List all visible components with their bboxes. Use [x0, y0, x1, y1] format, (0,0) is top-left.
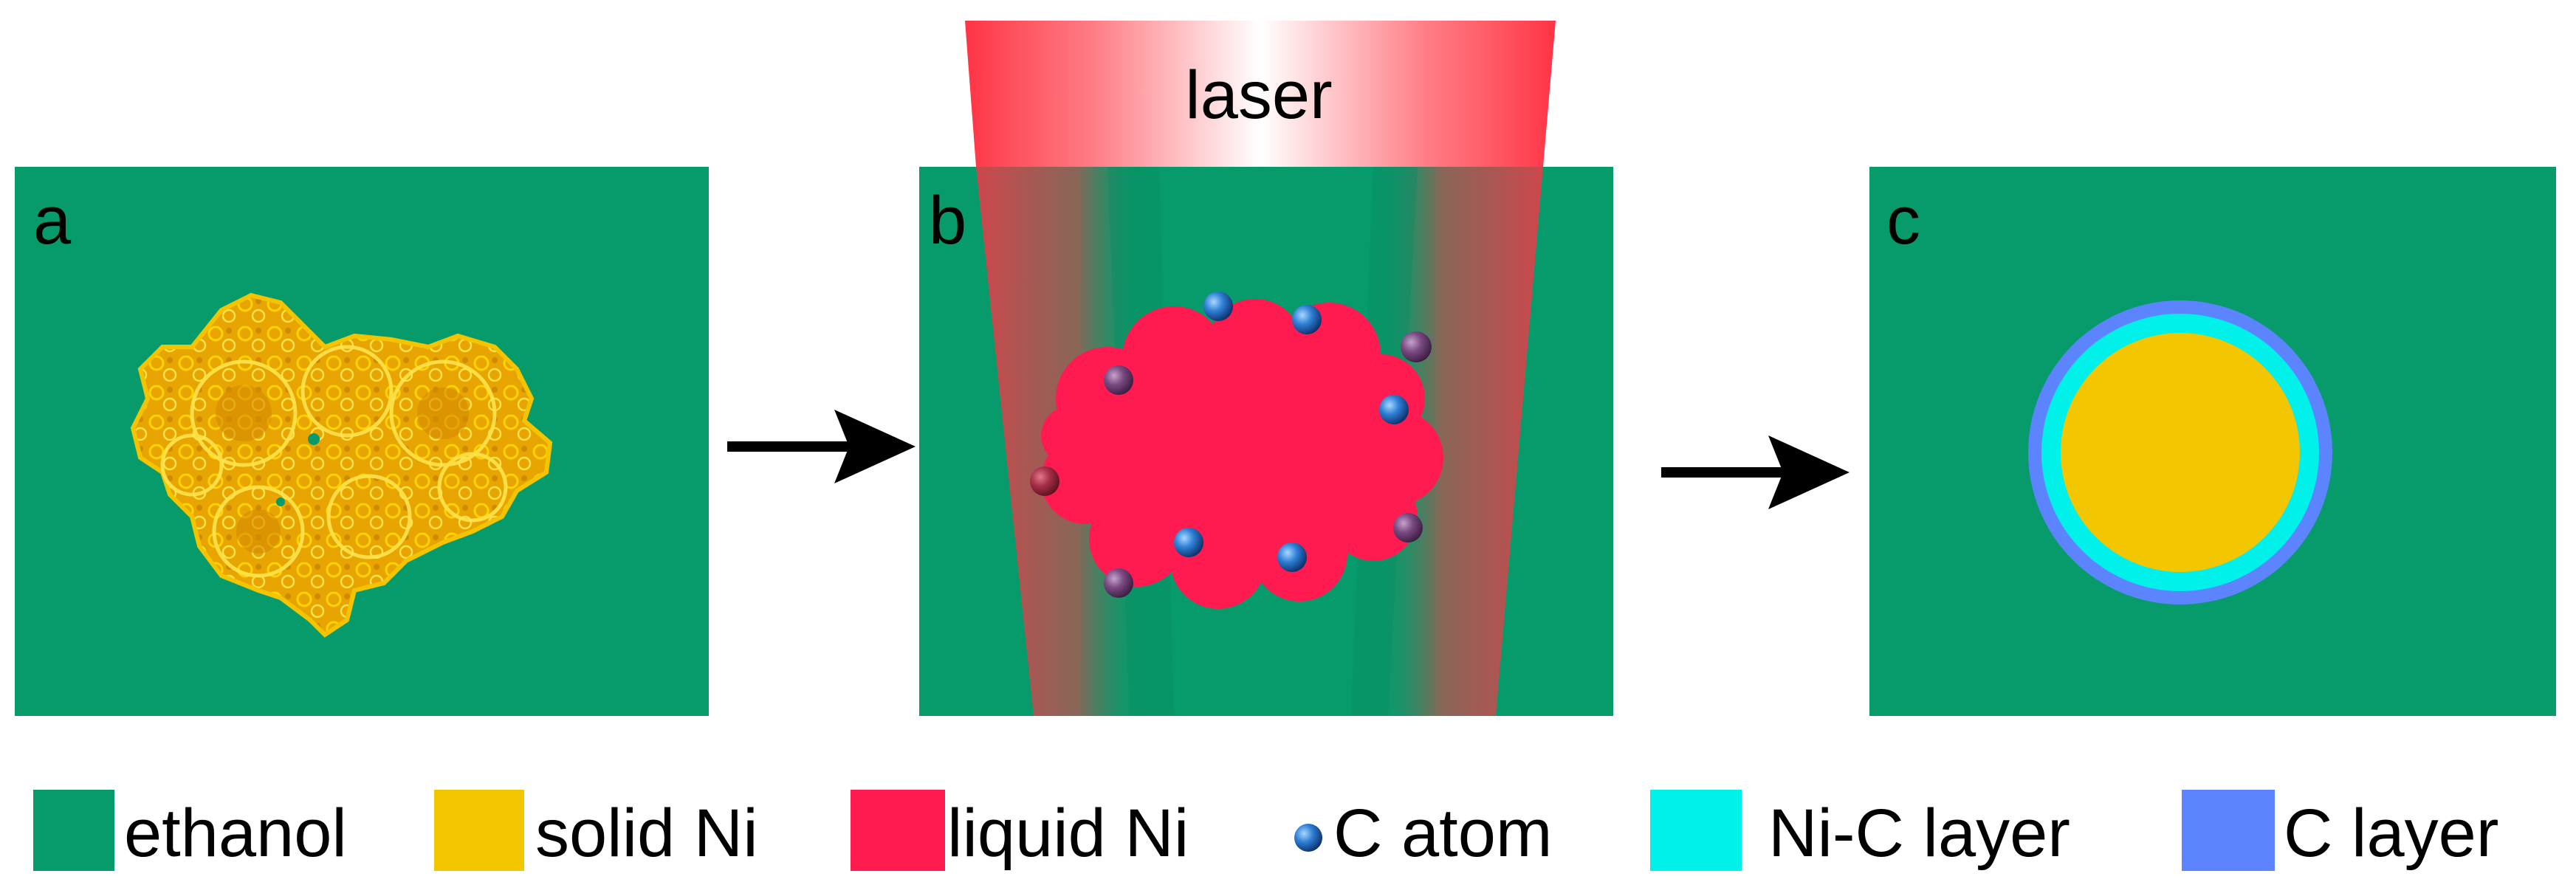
liquid-ni-droplet [1041, 299, 1443, 609]
arrow-a-to-b [727, 410, 916, 483]
c-atom [1104, 365, 1133, 395]
legend-item-c-atom: C atom [1294, 796, 1553, 871]
legend-label-ni-c-layer: Ni-C layer [1768, 796, 2070, 871]
legend-swatch-ni-c-layer [1650, 790, 1742, 871]
legend-item-ethanol: ethanol [33, 790, 347, 871]
panel-a: a [15, 167, 709, 716]
panel-label-b: b [929, 183, 966, 258]
c-atom [1203, 292, 1233, 321]
c-atom [1030, 466, 1059, 496]
c-atom [1379, 395, 1409, 424]
legend-swatch-c-layer [2182, 790, 2275, 871]
laser-beam-top [965, 21, 1556, 167]
c-atom [1277, 542, 1307, 572]
panel-b: laser [919, 21, 1613, 716]
panel-c: c [1869, 167, 2556, 716]
c-atom [1104, 568, 1133, 598]
c-atom [1292, 305, 1322, 334]
legend-swatch-solid-ni [434, 790, 524, 871]
legend-label-c-layer: C layer [2284, 796, 2498, 871]
legend-item-liquid-ni: liquid Ni [851, 790, 1189, 871]
legend-item-ni-c-layer: Ni-C layer [1650, 790, 2070, 871]
legend-swatch-ethanol [33, 790, 114, 871]
solid-ni-particle-cluster [130, 292, 553, 638]
legend-label-solid-ni: solid Ni [535, 796, 758, 871]
panel-label-c: c [1886, 183, 1920, 258]
c-atom [1393, 513, 1423, 542]
c-atoms-group [1030, 292, 1432, 598]
panel-label-a: a [33, 183, 72, 258]
legend-swatch-liquid-ni [851, 790, 945, 871]
solid-ni-core [2061, 333, 2300, 572]
legend-label-liquid-ni: liquid Ni [947, 796, 1189, 871]
laser-label: laser [1185, 58, 1332, 133]
c-atom [1401, 331, 1432, 362]
arrow-b-to-c [1661, 435, 1849, 509]
legend-label-ethanol: ethanol [124, 796, 347, 871]
legend-swatch-c-atom [1294, 824, 1322, 852]
legend-label-c-atom: C atom [1333, 796, 1553, 871]
c-atom [1174, 528, 1203, 557]
legend-item-c-layer: C layer [2182, 790, 2498, 871]
legend: ethanol solid Ni liquid Ni C atom Ni-C l… [33, 790, 2498, 871]
legend-item-solid-ni: solid Ni [434, 790, 758, 871]
